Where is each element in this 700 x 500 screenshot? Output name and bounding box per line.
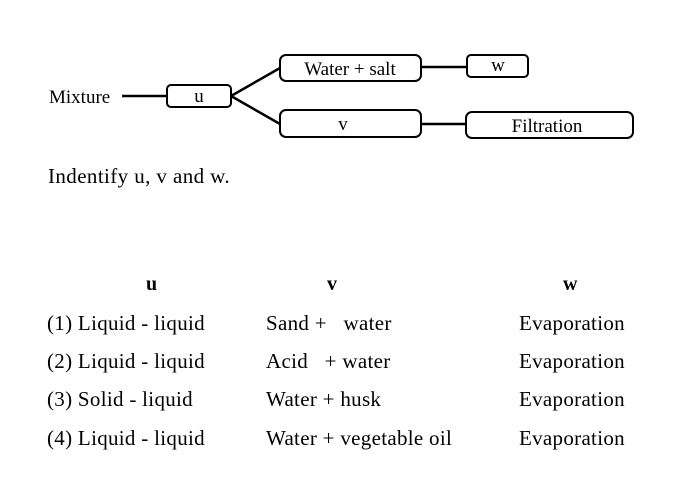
option-row-1: (1) Liquid - liquid Sand + water Evapora… [0,311,700,341]
option-2-u: (2) Liquid - liquid [47,349,205,373]
u-box [166,84,232,108]
u-box-label: u [194,86,204,107]
water-salt-box [279,54,422,82]
w-box-label: w [491,55,505,76]
option-1-w: Evaporation [519,311,625,335]
option-1-u: (1) Liquid - liquid [47,311,205,335]
column-header-u: u [146,273,158,295]
option-2-w: Evaporation [519,349,625,373]
option-4-u: (4) Liquid - liquid [47,426,205,450]
v-box-label: v [338,114,348,135]
option-2-v: Acid + water [266,349,391,373]
option-4-v: Water + vegetable oil [266,426,453,450]
option-3-v: Water + husk [266,387,382,411]
column-header-w: w [563,273,578,295]
option-4-w: Evaporation [519,426,625,450]
option-row-3: (3) Solid - liquid Water + husk Evaporat… [0,387,700,417]
water-salt-label: Water + salt [304,59,396,80]
column-header-v: v [327,273,337,295]
v-box [279,109,422,138]
mixture-label: Mixture [49,87,110,108]
question-text: Indentify u, v and w. [48,164,230,188]
filtration-label: Filtration [512,116,583,137]
separation-flow-diagram: Mixture u Water + salt v w Filtration [49,54,634,139]
filtration-box [465,111,634,139]
option-row-4: (4) Liquid - liquid Water + vegetable oi… [0,426,700,456]
option-3-u: (3) Solid - liquid [47,387,193,411]
u-to-upper-connector [230,66,281,98]
option-1-v: Sand + water [266,311,392,335]
option-row-2: (2) Liquid - liquid Acid + water Evapora… [0,349,700,379]
u-to-lower-connector [230,94,281,126]
option-3-w: Evaporation [519,387,625,411]
w-box [466,54,529,78]
